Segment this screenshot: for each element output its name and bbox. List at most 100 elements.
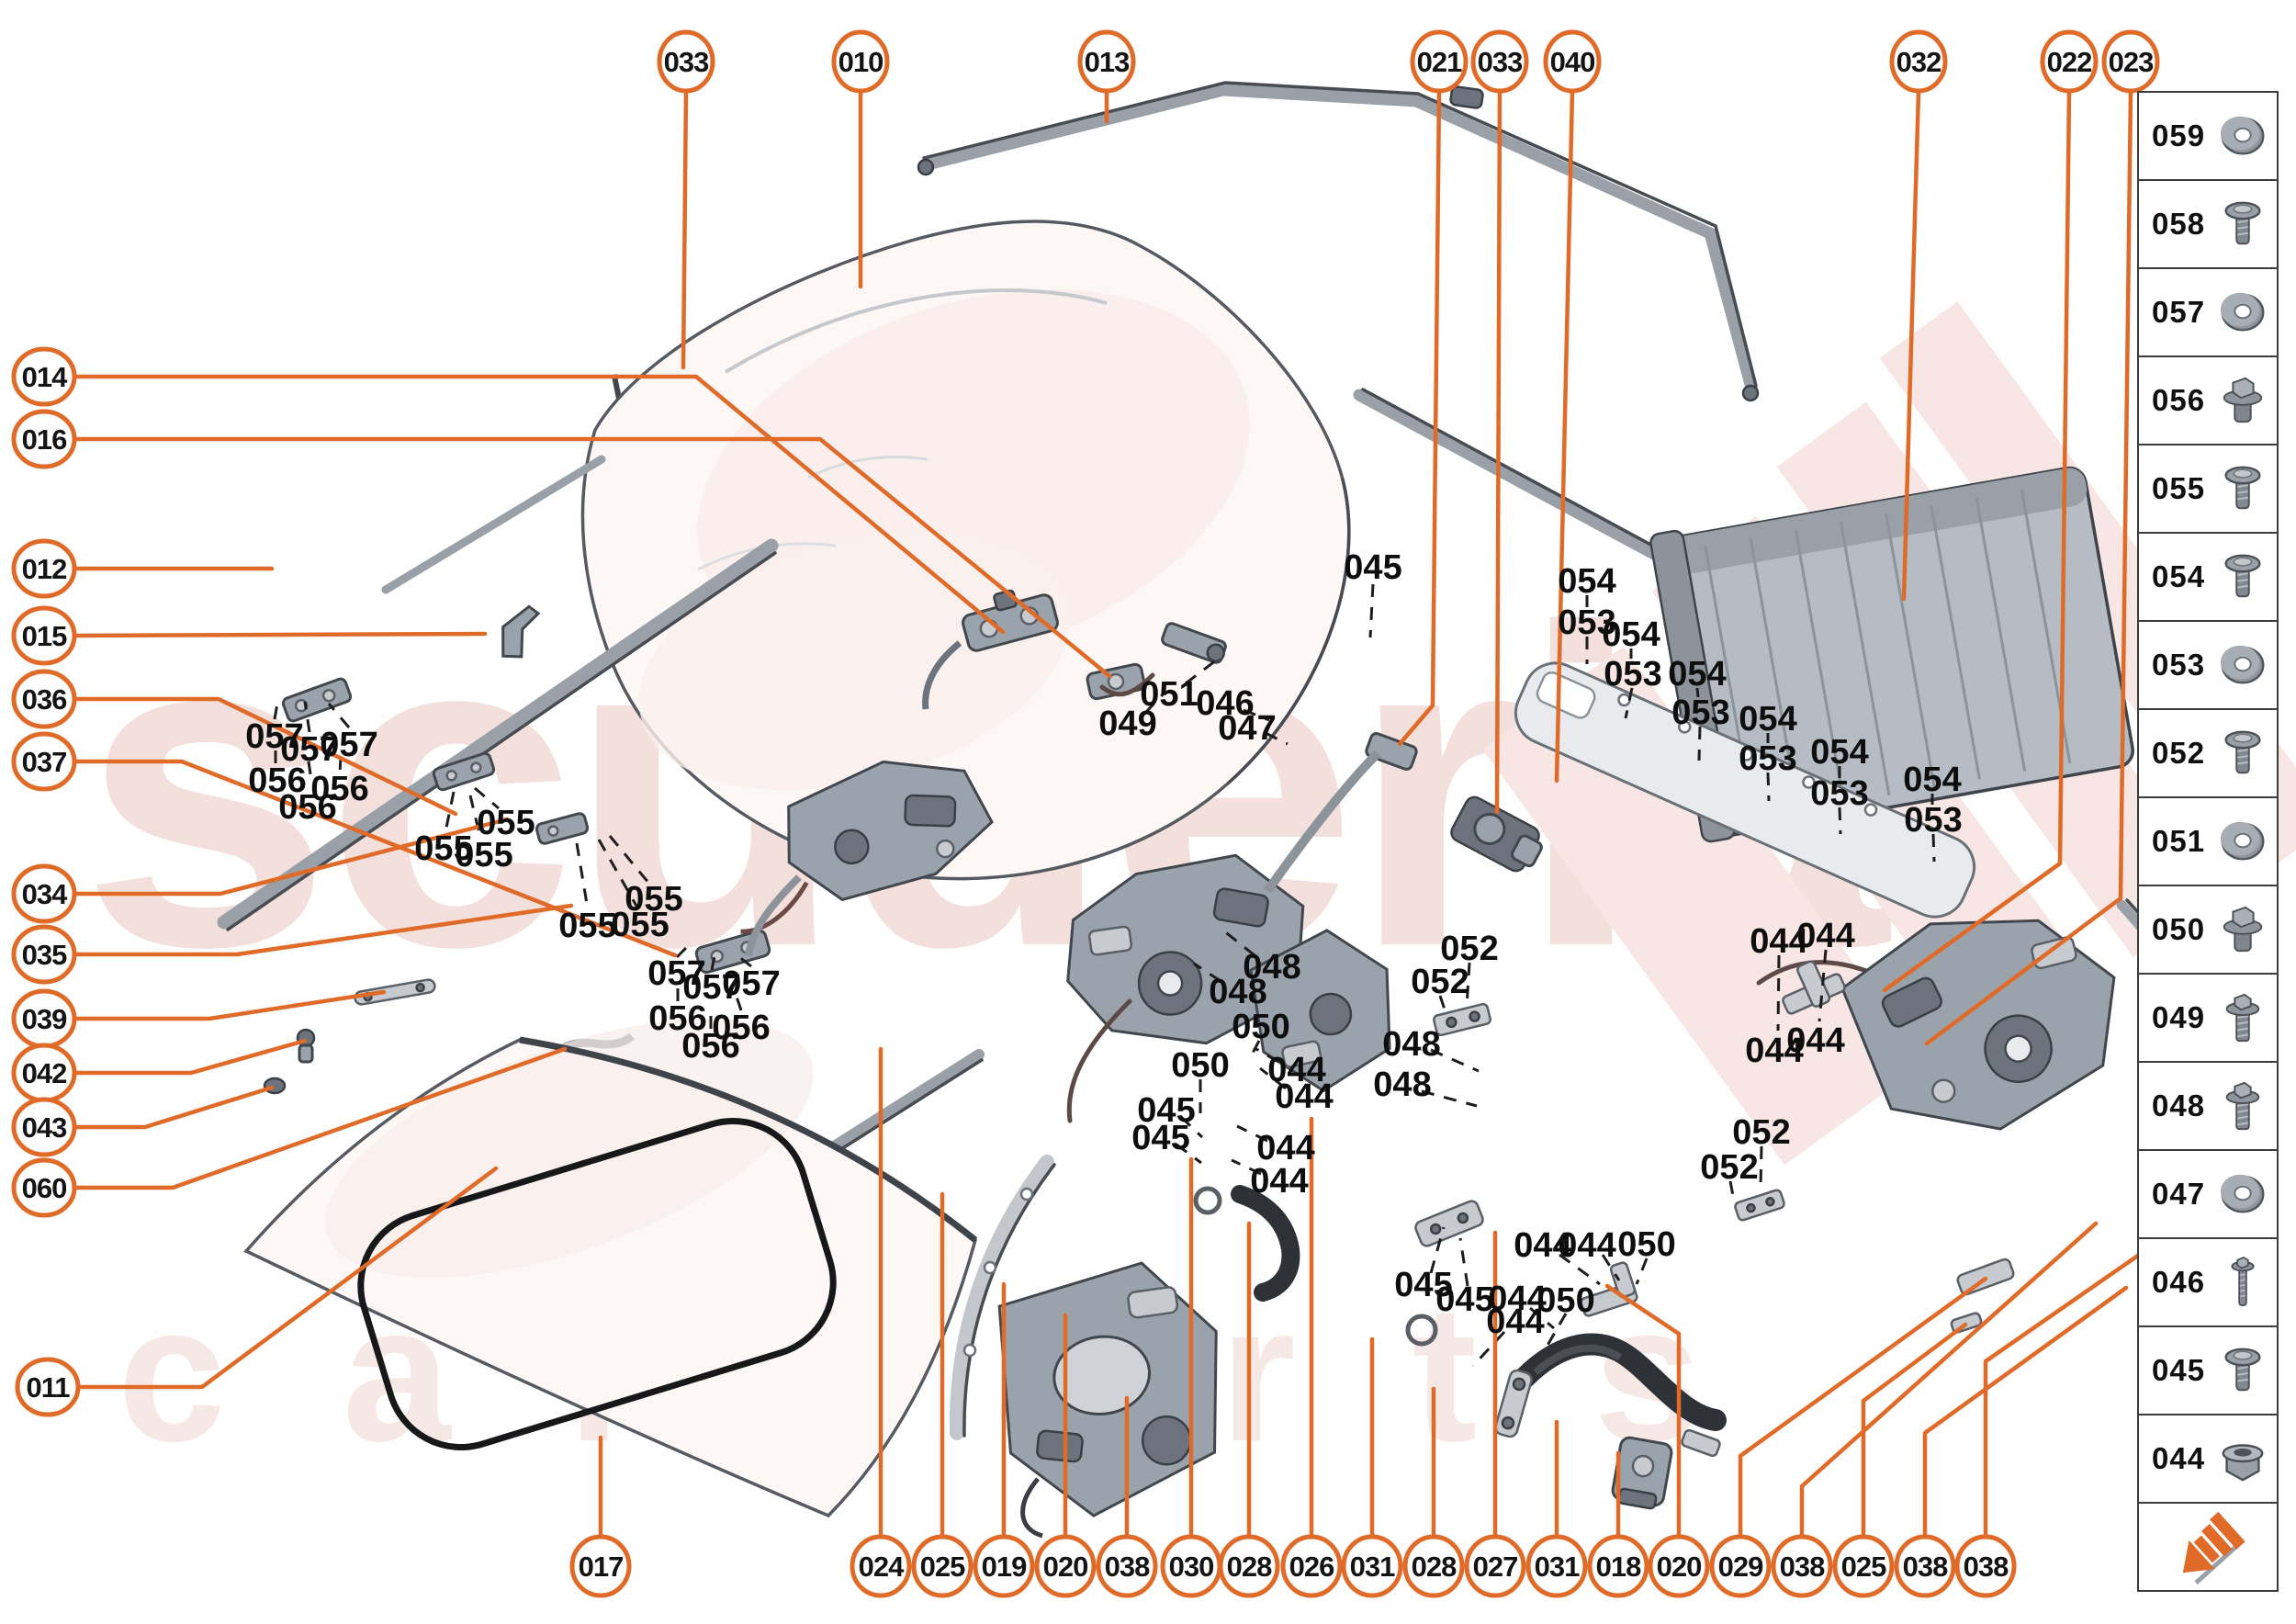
- part-number-label: 044: [1486, 1303, 1544, 1341]
- svg-text:043: 043: [22, 1111, 67, 1144]
- part-callout-038[interactable]: 038: [1894, 1534, 1956, 1598]
- part-number-label: 054: [1810, 733, 1868, 772]
- part-callout-028[interactable]: 028: [1218, 1534, 1280, 1598]
- part-number-label: 050: [1232, 1008, 1289, 1046]
- dash-line: [1931, 833, 1936, 863]
- part-callout-038[interactable]: 038: [1771, 1534, 1833, 1598]
- part-callout-029[interactable]: 029: [1709, 1534, 1772, 1598]
- fastener-row-056[interactable]: 056: [2137, 355, 2279, 445]
- dash-line: [1766, 772, 1771, 802]
- part-callout-031[interactable]: 031: [1341, 1534, 1403, 1598]
- part-callout-022[interactable]: 022: [2040, 29, 2099, 94]
- fastener-number: 059: [2152, 118, 2206, 152]
- leader-line: [681, 88, 689, 370]
- part-callout-016[interactable]: 016: [11, 409, 77, 469]
- part-number-label: 055: [455, 836, 512, 874]
- part-callout-032[interactable]: 032: [1889, 29, 1948, 94]
- part-number-label: 046: [1196, 684, 1254, 723]
- fastener-row-054[interactable]: 054: [2137, 532, 2279, 622]
- rail-piece-024: [823, 1049, 985, 1157]
- part-callout-025[interactable]: 025: [911, 1534, 974, 1598]
- part-callout-039[interactable]: 039: [11, 988, 77, 1049]
- fastener-row-055[interactable]: 055: [2137, 444, 2279, 534]
- part-callout-033[interactable]: 033: [657, 29, 715, 94]
- part-number-label: 045: [1344, 548, 1401, 587]
- part-callout-025[interactable]: 025: [1832, 1534, 1895, 1598]
- plate-018b: [1681, 1428, 1721, 1458]
- part-callout-042[interactable]: 042: [11, 1043, 77, 1103]
- part-callout-019[interactable]: 019: [973, 1534, 1035, 1598]
- fastener-row-058[interactable]: 058: [2137, 179, 2279, 269]
- fastener-row-050[interactable]: 050: [2137, 885, 2279, 975]
- part-callout-037[interactable]: 037: [11, 731, 77, 792]
- dash-line: [1529, 1306, 1555, 1330]
- screw-icon: [2216, 197, 2269, 251]
- fastener-row-057[interactable]: 057: [2137, 267, 2279, 357]
- fastener-row-044[interactable]: 044: [2137, 1414, 2279, 1504]
- part-number-label: 044: [1514, 1226, 1571, 1265]
- part-callout-026[interactable]: 026: [1280, 1534, 1343, 1598]
- part-callout-013[interactable]: 013: [1077, 29, 1136, 94]
- part-callout-030[interactable]: 030: [1160, 1534, 1222, 1598]
- part-callout-038[interactable]: 038: [1954, 1534, 2017, 1598]
- svg-text:031: 031: [1350, 1551, 1395, 1583]
- fastener-row-053[interactable]: 053: [2137, 620, 2279, 710]
- part-callout-017[interactable]: 017: [569, 1534, 632, 1598]
- part-callout-023[interactable]: 023: [2101, 29, 2160, 94]
- svg-text:037: 037: [22, 746, 67, 778]
- leader-line: [1983, 1248, 2147, 1539]
- part-callout-033[interactable]: 033: [1470, 29, 1529, 94]
- part-number-label: 052: [1732, 1113, 1790, 1152]
- fastener-row-049[interactable]: 049: [2137, 973, 2279, 1063]
- fastener-row-047[interactable]: 047: [2137, 1149, 2279, 1239]
- part-callout-012[interactable]: 012: [11, 538, 77, 599]
- leader-line: [72, 1046, 568, 1190]
- hinge-cluster-a: [281, 677, 353, 723]
- part-number-label: 053: [1558, 603, 1615, 642]
- fastener-row-051[interactable]: 051: [2137, 796, 2279, 886]
- part-callout-036[interactable]: 036: [11, 669, 77, 729]
- part-callout-010[interactable]: 010: [831, 29, 890, 94]
- part-callout-043[interactable]: 043: [11, 1097, 77, 1157]
- fastener-row-059[interactable]: 059: [2137, 91, 2279, 181]
- part-callout-028[interactable]: 028: [1402, 1534, 1465, 1598]
- part-number-label: 045: [1435, 1280, 1493, 1319]
- svg-text:060: 060: [22, 1172, 67, 1204]
- svg-text:038: 038: [1780, 1551, 1825, 1583]
- fastener-row-052[interactable]: 052: [2137, 708, 2279, 798]
- part-callout-038[interactable]: 038: [1096, 1534, 1158, 1598]
- fastener-number: 056: [2152, 383, 2206, 417]
- dash-line: [1259, 1066, 1287, 1090]
- washer-icon: [2216, 815, 2269, 868]
- part-callout-024[interactable]: 024: [850, 1534, 912, 1598]
- hose-clamp: [1405, 1314, 1438, 1347]
- part-number-label: 056: [681, 1027, 739, 1066]
- dash-line: [1458, 1237, 1469, 1287]
- svg-text:036: 036: [22, 683, 67, 716]
- part-callout-031[interactable]: 031: [1525, 1534, 1588, 1598]
- part-callout-040[interactable]: 040: [1543, 29, 1602, 94]
- part-callout-011[interactable]: 011: [15, 1357, 81, 1417]
- part-callout-014[interactable]: 014: [11, 346, 77, 407]
- svg-text:027: 027: [1473, 1551, 1518, 1583]
- part-number-label: 054: [1668, 655, 1726, 694]
- part-callout-060[interactable]: 060: [11, 1157, 77, 1218]
- fastener-row-048[interactable]: 048: [2137, 1061, 2279, 1151]
- svg-text:011: 011: [26, 1371, 70, 1404]
- part-callout-015[interactable]: 015: [11, 605, 77, 666]
- part-callout-020[interactable]: 020: [1034, 1534, 1097, 1598]
- part-callout-027[interactable]: 027: [1464, 1534, 1526, 1598]
- side-rail-left-short: [381, 455, 606, 594]
- part-callout-020[interactable]: 020: [1648, 1534, 1710, 1598]
- part-callout-034[interactable]: 034: [11, 863, 77, 924]
- washer-icon: [2216, 286, 2269, 339]
- part-callout-018[interactable]: 018: [1587, 1534, 1649, 1598]
- svg-text:025: 025: [920, 1551, 965, 1583]
- fastener-row-046[interactable]: 046: [2137, 1237, 2279, 1327]
- svg-text:010: 010: [838, 46, 884, 78]
- fastener-row-045[interactable]: 045: [2137, 1325, 2279, 1415]
- part-callout-021[interactable]: 021: [1410, 29, 1469, 94]
- part-callout-035[interactable]: 035: [11, 924, 77, 985]
- dash-line: [608, 835, 651, 885]
